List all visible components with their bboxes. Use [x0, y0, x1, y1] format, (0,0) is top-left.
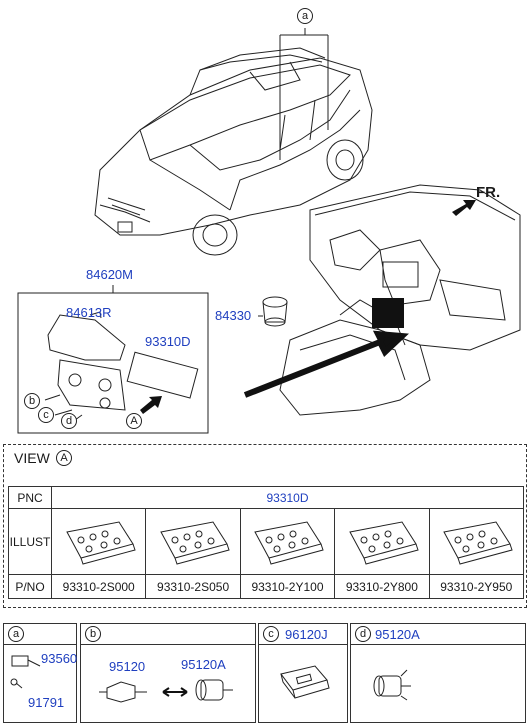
pnc-value-cell: 93310D: [51, 486, 524, 509]
part-93560[interactable]: 93560: [41, 651, 78, 666]
detail-panel-c: c 96120J: [258, 623, 348, 723]
panel-d-header: [351, 624, 525, 645]
part-95120A-b[interactable]: 95120A: [181, 657, 226, 672]
view-ref-circle: A: [56, 450, 72, 466]
vehicle-drawing: [17, 28, 521, 434]
pno-cell-3: 93310-2Y100: [239, 574, 336, 599]
panel-a-header: [4, 624, 76, 645]
panel-c-circle: c: [263, 626, 279, 642]
pno-cell-4: 93310-2Y800: [334, 574, 430, 599]
illust-cell-3: [239, 508, 336, 575]
view-a-frame: [3, 444, 527, 608]
aux-jack-drawing: [373, 669, 411, 701]
pnc-table: PNC 93310D ILLUST P/NO 93310-2S000 93310…: [8, 486, 525, 599]
part-84613R[interactable]: 84613R: [66, 305, 112, 320]
usb-port-drawing: [280, 665, 330, 699]
part-91791[interactable]: 91791: [28, 695, 65, 710]
detail-panel-a: a 93560 91791: [3, 623, 77, 723]
switch-panel-illustration-4: [349, 520, 419, 565]
part-84620M[interactable]: 84620M: [86, 267, 133, 282]
pnc-value[interactable]: 93310D: [266, 490, 309, 505]
pno-label: P/NO: [15, 579, 45, 594]
part-number-3[interactable]: 93310-2Y100: [251, 579, 324, 594]
illust-label: ILLUST: [9, 534, 51, 549]
switch-sensor-drawing: [10, 655, 41, 689]
pno-cell-2: 93310-2S050: [145, 574, 241, 599]
view-title: VIEW: [14, 450, 50, 466]
detail-panel-b: b 95120 95120A: [80, 623, 256, 723]
callout-d-circle: d: [61, 413, 77, 429]
illust-cell-4: [334, 508, 430, 575]
pnc-header: PNC: [17, 490, 43, 505]
part-number-2[interactable]: 93310-2S050: [157, 579, 230, 594]
part-96120J[interactable]: 96120J: [285, 627, 328, 642]
pno-label-cell: P/NO: [8, 574, 52, 599]
panel-a-circle: a: [8, 626, 24, 642]
illust-cell-5: [428, 508, 525, 575]
illust-cell-1: [50, 508, 147, 575]
panel-b-circle: b: [85, 626, 101, 642]
part-84330[interactable]: 84330: [215, 308, 252, 323]
part-95120[interactable]: 95120: [109, 659, 146, 674]
vehicle-diagram: [17, 28, 521, 434]
part-number-5[interactable]: 93310-2Y950: [440, 579, 513, 594]
detail-panel-d: d 95120A: [350, 623, 526, 723]
illust-label-cell: ILLUST: [8, 508, 52, 575]
switch-panel-illustration-3: [254, 520, 325, 565]
part-93310D[interactable]: 93310D: [145, 334, 191, 349]
part-95120A-d[interactable]: 95120A: [375, 627, 420, 642]
pno-cell-5: 93310-2Y950: [428, 574, 525, 599]
pnc-header-cell: PNC: [8, 486, 52, 509]
connector-drawing: [99, 679, 233, 703]
callout-a-circle: a: [297, 8, 313, 24]
switch-panel-illustration-5: [443, 520, 513, 565]
panel-d-circle: d: [355, 626, 371, 642]
part-number-4[interactable]: 93310-2Y800: [345, 579, 418, 594]
illust-cell-2: [145, 508, 241, 575]
part-number-1[interactable]: 93310-2S000: [62, 579, 135, 594]
switch-panel-illustration-1: [65, 520, 136, 565]
callout-c-circle: c: [38, 407, 54, 423]
panel-b-header: [81, 624, 255, 645]
panel-c-header: [259, 624, 347, 645]
switch-panel-illustration-2: [160, 520, 230, 565]
front-direction-label: FR.: [476, 184, 501, 201]
callout-b-circle: b: [24, 393, 40, 409]
pno-cell-1: 93310-2S000: [50, 574, 147, 599]
callout-A-circle: A: [126, 413, 142, 429]
